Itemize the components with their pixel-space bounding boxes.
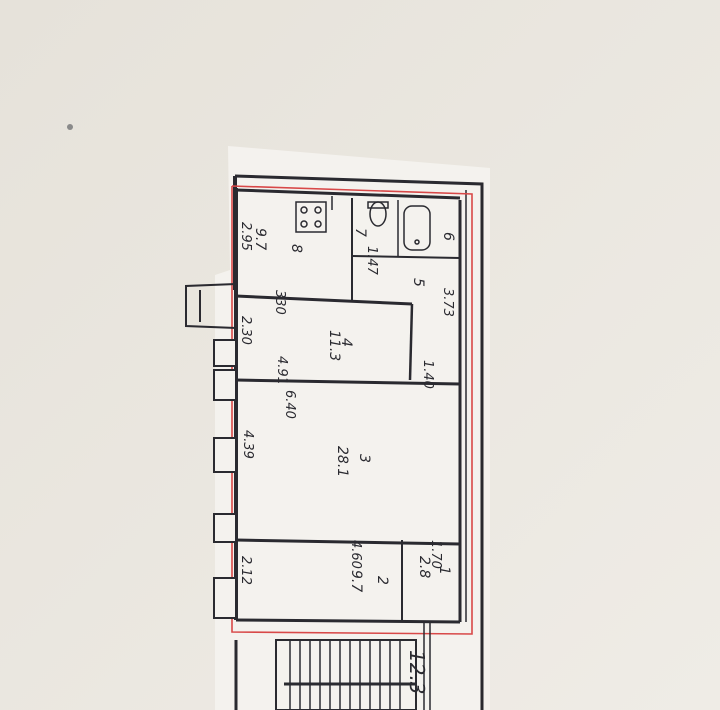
bathtub-icon — [403, 205, 431, 251]
room-2-number: 2 — [374, 576, 390, 585]
dim-212: 2.12 — [238, 556, 253, 585]
room-6-number: 6 — [440, 232, 456, 241]
outer-walls — [233, 174, 484, 710]
room-1-number: 1 — [436, 566, 452, 575]
dim-491: 4.91 — [274, 356, 289, 385]
toilet-icon — [367, 201, 389, 227]
bay-stub — [185, 283, 237, 329]
staircase — [234, 622, 431, 710]
paper-speck — [67, 124, 73, 130]
dim-330: 330 — [272, 290, 287, 315]
red-outline — [231, 185, 473, 635]
dimension-labels: 2.95 330 1.47 3.73 2.30 4.91 1.40 6.40 4… — [238, 222, 455, 695]
room-3-number: 3 — [356, 454, 372, 463]
room-5-number: 5 — [410, 278, 426, 287]
interior-walls — [235, 196, 461, 620]
stove-icon — [295, 201, 327, 233]
room-2-area: 9.7 — [348, 570, 364, 592]
dim-170: 1.70 — [428, 540, 443, 569]
windows — [213, 339, 237, 619]
dim-640: 6.40 — [282, 390, 297, 419]
dim-373: 3.73 — [440, 288, 455, 317]
dim-147: 1.47 — [364, 246, 379, 276]
room-4-area: 11.3 — [326, 330, 342, 361]
dim-140: 1.40 — [420, 360, 435, 389]
room-3-area: 28.1 — [334, 446, 350, 477]
room-1-area: 2.8 — [416, 556, 432, 578]
room-8-number: 8 — [288, 244, 304, 253]
dim-295: 2.95 — [238, 222, 253, 251]
dim-439: 4.39 — [240, 430, 255, 459]
dim-1230: 12.3 — [405, 650, 429, 695]
plan-sheet — [215, 146, 490, 710]
room-labels: 8 9.7 7 6 5 4 11.3 3 28.1 2 9.7 1 2.8 — [252, 228, 456, 592]
dim-230: 2.30 — [238, 316, 253, 345]
dim-460: 4.60 — [348, 540, 363, 569]
room-4-number: 4 — [338, 338, 354, 347]
room-7-number: 7 — [352, 228, 368, 237]
room-8-area: 9.7 — [252, 228, 268, 250]
